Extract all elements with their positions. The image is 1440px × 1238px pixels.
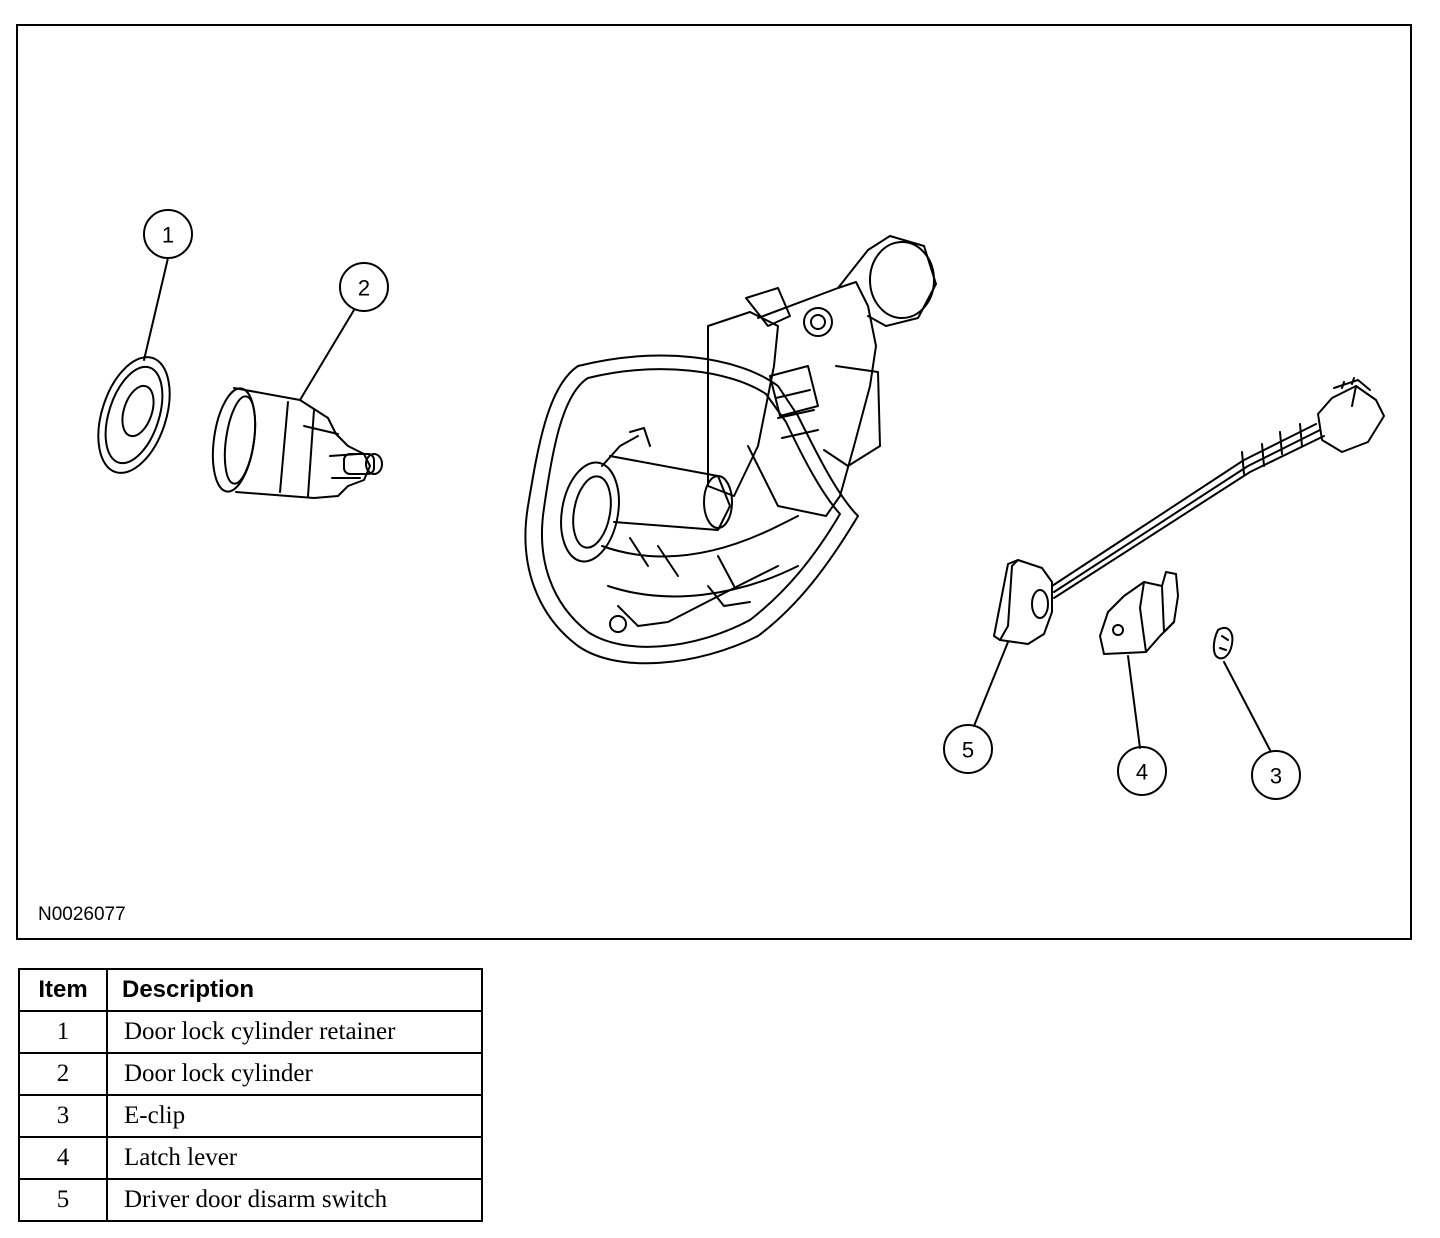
callout-circle-5 [943, 724, 993, 774]
legend-header-description: Description [106, 968, 483, 1012]
table-row: 1 Door lock cylinder retainer [18, 1010, 483, 1054]
callout-label-2: 2 [358, 276, 370, 301]
legend-item-number: 3 [18, 1094, 108, 1138]
legend-item-number: 1 [18, 1010, 108, 1054]
legend-item-description: Driver door disarm switch [106, 1178, 483, 1222]
lock-cylinder-part [211, 387, 383, 499]
callout-circle-1 [143, 209, 193, 259]
callout-leader-lines [143, 257, 1271, 751]
diagram-frame: 1 2 3 4 5 N0026077 [16, 24, 1412, 940]
legend-header-item: Item [18, 968, 108, 1012]
legend-table: Item Description 1 Door lock cylinder re… [18, 968, 483, 1222]
callout-circle-3 [1251, 750, 1301, 800]
callout-label-4: 4 [1136, 760, 1148, 785]
legend-item-description: Door lock cylinder retainer [106, 1010, 483, 1054]
callout-label-1: 1 [162, 223, 174, 248]
legend-item-description: E-clip [106, 1094, 483, 1138]
callout-circle-4 [1117, 746, 1167, 796]
callout-circle-2 [339, 262, 389, 312]
table-row: 4 Latch lever [18, 1136, 483, 1180]
exploded-view-diagram: 1 2 3 4 5 [97, 209, 1385, 800]
legend-item-description: Door lock cylinder [106, 1052, 483, 1096]
callout-label-3: 3 [1270, 764, 1282, 789]
e-clip-part [1212, 626, 1234, 660]
legend-item-number: 4 [18, 1136, 108, 1180]
retainer-ring-part [97, 356, 171, 474]
callout-label-5: 5 [962, 738, 974, 763]
legend-item-number: 5 [18, 1178, 108, 1222]
latch-lever-part [1099, 571, 1179, 655]
table-row: 5 Driver door disarm switch [18, 1178, 483, 1222]
table-row: 2 Door lock cylinder [18, 1052, 483, 1096]
figure-id: N0026077 [38, 904, 126, 925]
door-handle-assembly [524, 235, 937, 665]
disarm-switch-part [993, 377, 1385, 645]
table-row: 3 E-clip [18, 1094, 483, 1138]
legend-item-description: Latch lever [106, 1136, 483, 1180]
legend-item-number: 2 [18, 1052, 108, 1096]
legend-header-row: Item Description [18, 968, 483, 1012]
